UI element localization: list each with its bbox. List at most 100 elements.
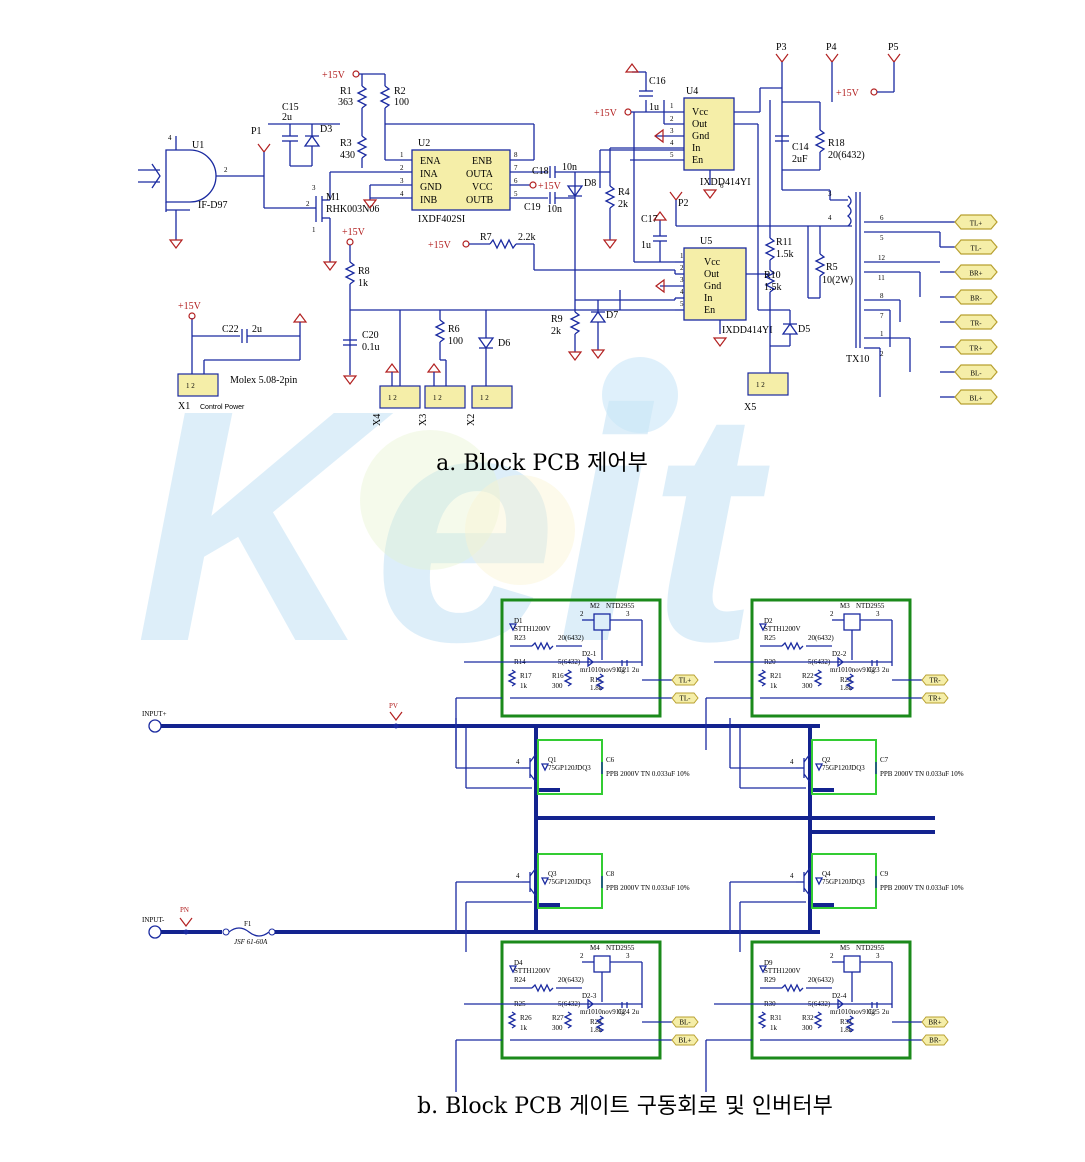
label-u4-en: En <box>692 155 703 166</box>
label-u5-pin2: 2 <box>680 264 684 272</box>
label-r6-value: 100 <box>448 336 463 347</box>
svg-text:D9: D9 <box>764 959 773 967</box>
svg-text:4: 4 <box>516 872 520 880</box>
label-r9: R9 <box>551 314 563 325</box>
caption-inverter-section: b. Block PCB 게이트 구동회로 및 인버터부 <box>417 1094 833 1119</box>
svg-text:C8: C8 <box>606 870 615 878</box>
label-p15v-5: +15V <box>178 301 202 312</box>
label-r8: R8 <box>358 266 370 277</box>
watermark-dot-blue <box>602 357 678 433</box>
label-u2-p7: 7 <box>514 164 518 172</box>
label-pn: PN <box>180 906 189 914</box>
label-c19-value: 10n <box>547 204 562 215</box>
label-r3-value: 430 <box>340 150 355 161</box>
svg-text:STTH1200V: STTH1200V <box>764 967 801 975</box>
label-c20: C20 <box>362 330 379 341</box>
svg-text:3: 3 <box>876 952 880 960</box>
label-r7: R7 <box>480 232 492 243</box>
svg-text:3: 3 <box>626 610 630 618</box>
label-d3: D3 <box>320 124 332 135</box>
label-r6: R6 <box>448 324 460 335</box>
label-u4-out: Out <box>692 119 707 130</box>
label-p15v-3: +15V <box>428 240 452 251</box>
svg-text:TR-: TR- <box>929 677 941 685</box>
svg-text:TL-: TL- <box>971 245 983 253</box>
svg-text:2: 2 <box>830 610 834 618</box>
label-x1-part: Molex 5.08-2pin <box>230 375 297 386</box>
svg-text:M5: M5 <box>840 944 850 952</box>
label-m1-part: RHK003N06 <box>326 204 379 215</box>
svg-text:R15: R15 <box>590 676 602 684</box>
svg-text:R23: R23 <box>514 634 526 642</box>
svg-text:D1: D1 <box>514 617 523 625</box>
label-p15v-7: +15V <box>836 88 860 99</box>
u5-driver: P2 C17 1u U5 IXDD414YI Vcc Out Gnd In En… <box>641 191 852 347</box>
svg-text:TR+: TR+ <box>929 695 942 703</box>
label-x2-pins: 1 2 <box>480 394 489 402</box>
svg-text:TR+: TR+ <box>970 345 983 353</box>
label-m1-pin2: 2 <box>306 200 310 208</box>
label-c17: C17 <box>641 214 658 225</box>
label-u2-outb: OUTB <box>466 195 494 206</box>
svg-text:R23: R23 <box>840 676 852 684</box>
label-r2: R2 <box>394 86 406 97</box>
svg-text:mr1010nov91lg: mr1010nov91lg <box>580 1008 625 1016</box>
label-r1: R1 <box>340 86 352 97</box>
svg-text:R25: R25 <box>764 634 776 642</box>
c18-c19-d8-r4: C18 10n C19 10n D8 R4 2k <box>524 149 684 300</box>
label-x4: X4 <box>372 414 383 426</box>
svg-text:2: 2 <box>580 610 584 618</box>
label-u5-pin5: 5 <box>680 300 684 308</box>
svg-text:BR+: BR+ <box>928 1019 941 1027</box>
svg-text:20(6432): 20(6432) <box>558 634 584 642</box>
svg-text:C21: C21 <box>618 666 630 674</box>
label-c14: C14 <box>792 142 809 153</box>
svg-text:Q1: Q1 <box>548 756 557 764</box>
label-u2-p8: 8 <box>514 151 518 159</box>
svg-text:R27: R27 <box>552 1014 564 1022</box>
svg-text:300: 300 <box>552 682 563 690</box>
label-u1-part: IF-D97 <box>198 200 227 211</box>
port-tag-TLneg: TL- <box>940 239 998 255</box>
label-u2-enb: ENB <box>472 156 492 167</box>
svg-text:STTH1200V: STTH1200V <box>514 625 551 633</box>
label-u1-pin2: 2 <box>224 166 228 174</box>
u2-driver: U2 IXDF402SI ENA INA GND INB ENB OUTA VC… <box>362 138 562 225</box>
label-r5-value: 10(2W) <box>822 275 853 286</box>
label-t12: 12 <box>878 254 886 262</box>
svg-text:R24: R24 <box>514 976 526 984</box>
m1-mosfet: M1 RHK003N06 3 2 1 <box>300 171 400 271</box>
svg-text:4: 4 <box>790 758 794 766</box>
label-c19: C19 <box>524 202 541 213</box>
svg-text:D2-1: D2-1 <box>582 650 597 658</box>
svg-text:2u: 2u <box>882 666 890 674</box>
label-p3: P3 <box>776 42 787 53</box>
u1-receiver: U1 IF-D97 4 2 <box>138 134 264 249</box>
label-r10: R10 <box>764 270 781 281</box>
label-c18-value: 10n <box>562 162 577 173</box>
label-t7: 7 <box>880 312 884 320</box>
watermark-dot-green <box>360 430 500 570</box>
svg-text:PPB 2000V TN 0.033uF 10%: PPB 2000V TN 0.033uF 10% <box>606 884 690 892</box>
label-r4-value: 2k <box>618 199 628 210</box>
output-ports: TL+TL-BR+BR-TR-TR+BL-BL+ <box>940 214 998 405</box>
label-r7-value: 2.2k <box>518 232 536 243</box>
label-r4: R4 <box>618 187 630 198</box>
label-r11: R11 <box>776 237 792 248</box>
label-p2: P2 <box>678 198 689 209</box>
label-u2-vcc: VCC <box>472 182 493 193</box>
svg-text:R17: R17 <box>520 672 532 680</box>
svg-text:300: 300 <box>802 682 813 690</box>
svg-text:2: 2 <box>580 952 584 960</box>
label-r5: R5 <box>826 262 838 273</box>
svg-text:PPB 2000V TN 0.033uF 10%: PPB 2000V TN 0.033uF 10% <box>880 884 964 892</box>
label-r10-value: 1.5k <box>764 282 782 293</box>
caption-control-section: a. Block PCB 제어부 <box>436 451 648 476</box>
svg-text:2u: 2u <box>632 1008 640 1016</box>
label-d6: D6 <box>498 338 510 349</box>
port-tag-BRpos: BR+ <box>940 264 998 280</box>
